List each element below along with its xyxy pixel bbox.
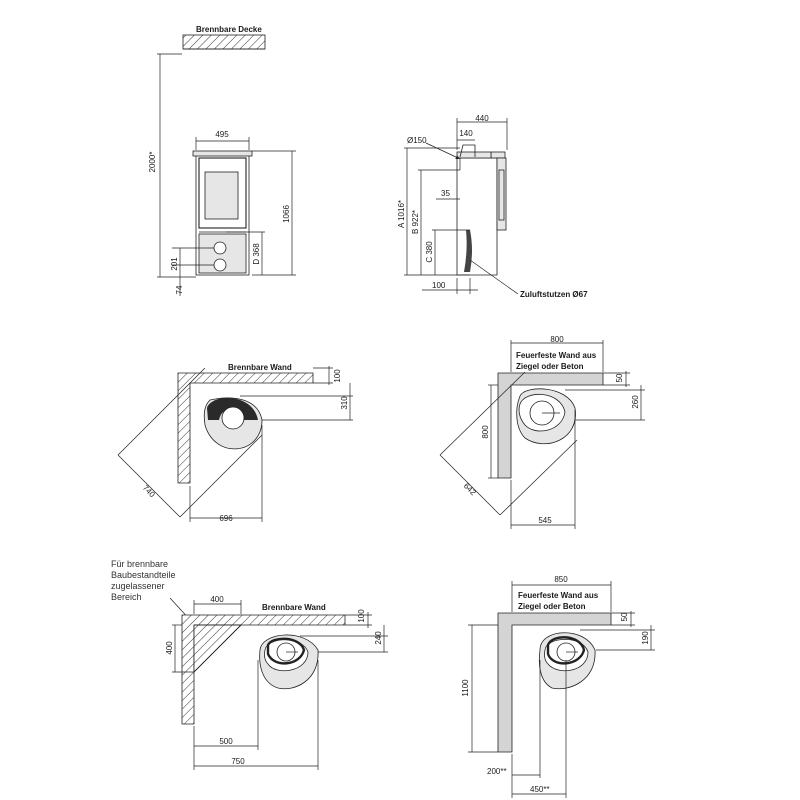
dim-d-850: 850	[554, 575, 568, 584]
air-duct	[464, 230, 472, 272]
dim-74: 74	[175, 285, 184, 294]
side-view: 440 140 Ø150 A 1016* B 922* 35 C 380 100…	[397, 114, 588, 299]
dim-a-740: 740	[141, 483, 157, 499]
dim-side-100: 100	[432, 281, 446, 290]
dim-c-400: 400	[165, 641, 174, 655]
dim-c-750: 750	[231, 757, 245, 766]
stove-top-plate	[192, 150, 253, 157]
dim-width-495: 495	[215, 130, 229, 139]
corner-plan-d: Feuerfeste Wand aus Ziegel oder Beton 85…	[461, 575, 655, 798]
dim-b-642: 642	[462, 481, 478, 497]
dim-b-50: 50	[615, 373, 624, 382]
dim-b-545: 545	[538, 516, 552, 525]
dim-c-100: 100	[357, 609, 366, 623]
air-inlet-lower	[213, 258, 227, 272]
stove-side	[456, 157, 498, 276]
air-inlet-label: Zuluftstutzen Ø67	[520, 290, 588, 299]
dim-a-310: 310	[340, 396, 349, 410]
dim-b-922: B 922*	[411, 210, 420, 234]
wall-label-c: Brennbare Wand	[262, 603, 326, 612]
ceiling-label: Brennbare Decke	[196, 25, 262, 34]
dim-d-1100: 1100	[461, 679, 470, 697]
dim-depth-440: 440	[475, 114, 489, 123]
front-view: Brennbare Decke 2000* 495 1066 D 368	[148, 25, 296, 296]
dim-201: 201	[170, 257, 179, 271]
dim-d-50: 50	[620, 612, 629, 621]
dim-140: 140	[459, 129, 473, 138]
dim-a-1016: A 1016*	[397, 200, 406, 228]
dim-b-800: 800	[481, 425, 490, 439]
dim-d-190: 190	[641, 631, 650, 645]
dim-a-100: 100	[333, 369, 342, 383]
dim-d-450: 450**	[530, 785, 550, 794]
wall-label-d2: Ziegel oder Beton	[518, 602, 586, 611]
combustible-note-1: Für brennbare	[111, 559, 168, 569]
stove-plan-a-top	[207, 397, 258, 420]
wall-label-b1: Feuerfeste Wand aus	[516, 351, 597, 360]
stove-door	[198, 157, 247, 229]
ceiling-hatch	[182, 34, 266, 50]
dim-b-800-top: 800	[550, 335, 564, 344]
air-inlet-upper	[213, 241, 227, 255]
combustible-note-3: zugelassener	[111, 581, 165, 591]
dim-c-240: 240	[374, 631, 383, 645]
wall-label-b2: Ziegel oder Beton	[516, 362, 584, 371]
corner-plan-c: Für brennbare Baubestandteile zugelassen…	[111, 559, 388, 770]
combustible-note-4: Bereich	[111, 592, 142, 602]
wall-label-d1: Feuerfeste Wand aus	[518, 591, 599, 600]
dim-d-200: 200**	[487, 767, 507, 776]
dim-a-696: 696	[219, 514, 233, 523]
wall-label-a: Brennbare Wand	[228, 363, 292, 372]
corner-plan-a: Brennbare Wand 100 310 740 696	[117, 363, 353, 523]
dim-b-260: 260	[631, 395, 640, 409]
dim-c-500: 500	[219, 737, 233, 746]
dim-35: 35	[441, 189, 450, 198]
dim-ceiling-2000: 2000*	[148, 152, 157, 173]
dim-c-400-top: 400	[210, 595, 224, 604]
dim-flue-150: Ø150	[407, 136, 427, 145]
dim-c-380: C 380	[425, 241, 434, 263]
corner-plan-b: Feuerfeste Wand aus Ziegel oder Beton 80…	[439, 335, 645, 529]
dim-height-1066: 1066	[282, 205, 291, 223]
stove-window	[204, 171, 239, 220]
combustible-note-2: Baubestandteile	[111, 570, 176, 580]
dim-d-368: D 368	[252, 243, 261, 265]
